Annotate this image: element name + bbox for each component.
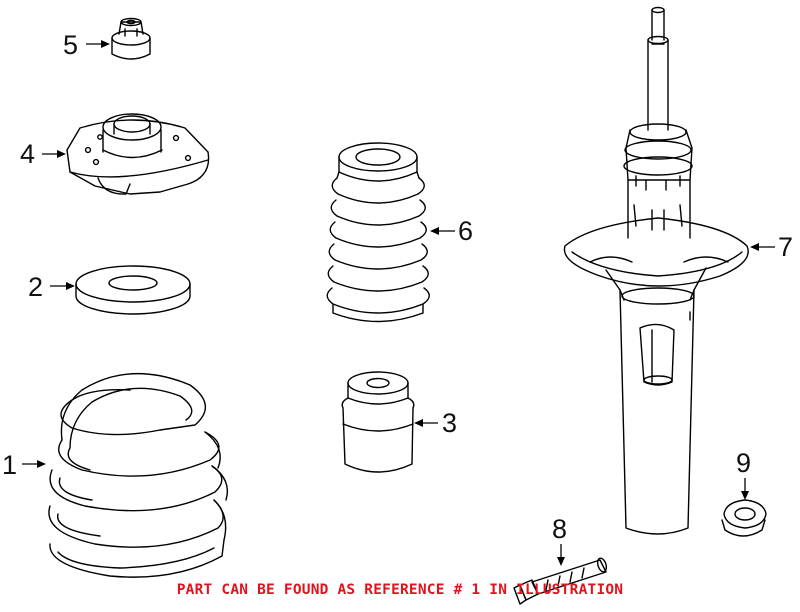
part-5-flange-nut	[111, 17, 151, 60]
callout-number-5: 5	[63, 30, 78, 60]
callout-2: 2	[28, 272, 75, 302]
callout-7: 7	[750, 232, 793, 262]
part-4-strut-mount	[66, 113, 210, 195]
callout-number-3: 3	[442, 408, 457, 438]
part-1-coil-spring	[48, 372, 229, 578]
callout-5: 5	[63, 30, 110, 60]
callout-number-7: 7	[778, 232, 793, 262]
part-2-spring-pad	[75, 265, 191, 315]
callout-number-4: 4	[20, 139, 35, 169]
reference-note: PART CAN BE FOUND AS REFERENCE # 1 IN IL…	[176, 582, 624, 598]
callout-number-2: 2	[28, 272, 43, 302]
part-6-dust-boot	[326, 142, 430, 323]
part-9-flange-nut	[721, 499, 767, 537]
part-7-strut-assembly	[563, 6, 749, 535]
callout-6: 6	[430, 216, 473, 246]
callout-number-9: 9	[736, 448, 751, 478]
part-3-bump-stop	[341, 371, 415, 473]
callout-3: 3	[414, 408, 457, 438]
callout-9: 9	[736, 448, 751, 500]
callout-8: 8	[552, 514, 567, 566]
callout-1: 1	[2, 450, 46, 480]
part-8-bolt	[513, 557, 608, 605]
callout-number-8: 8	[552, 514, 567, 544]
callout-number-6: 6	[458, 216, 473, 246]
callout-number-1: 1	[2, 450, 17, 480]
callout-4: 4	[20, 139, 66, 169]
